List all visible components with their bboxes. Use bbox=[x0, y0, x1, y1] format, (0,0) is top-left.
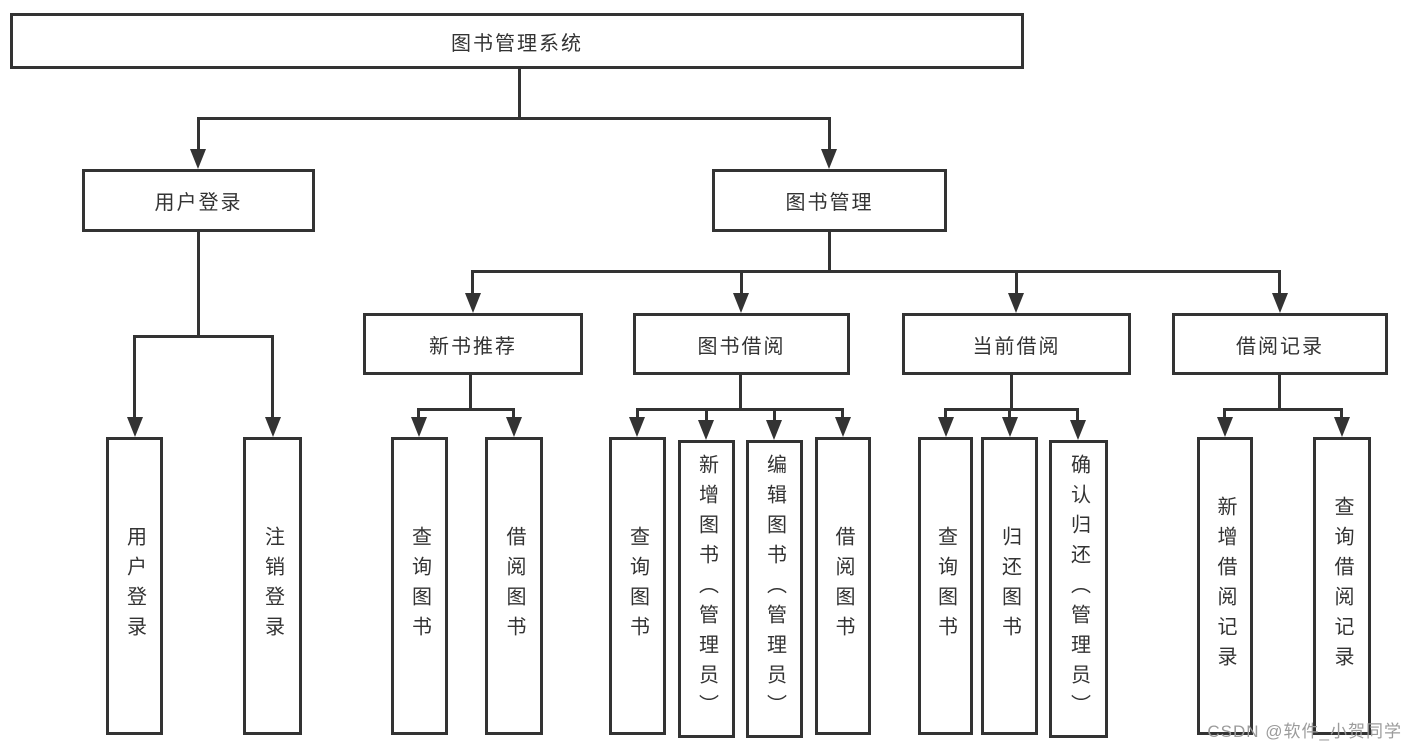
connector-line bbox=[197, 117, 200, 155]
connector-line bbox=[518, 69, 521, 119]
node-current-borrow: 当前借阅 bbox=[902, 313, 1131, 375]
arrowhead-down bbox=[1334, 417, 1350, 437]
connector-line bbox=[1015, 270, 1018, 299]
connector-line bbox=[471, 270, 1281, 273]
arrowhead-down bbox=[411, 417, 427, 437]
connector-line bbox=[133, 335, 136, 423]
node-label: 查询图书 bbox=[934, 526, 957, 646]
arrowhead-down bbox=[1070, 420, 1086, 440]
arrowhead-down bbox=[835, 417, 851, 437]
leaf-user-login: 用户登录 bbox=[106, 437, 163, 735]
arrowhead-down bbox=[821, 149, 837, 169]
connector-line bbox=[417, 408, 515, 411]
leaf-newbook-borrow-books: 借阅图书 bbox=[485, 437, 543, 735]
arrowhead-down bbox=[506, 417, 522, 437]
node-label: 用户登录 bbox=[123, 526, 146, 646]
node-label: 新增图书（管理员） bbox=[695, 454, 718, 724]
connector-line bbox=[512, 408, 515, 423]
arrowhead-down bbox=[1217, 417, 1233, 437]
node-label: 当前借阅 bbox=[972, 335, 1061, 358]
node-label: 新增借阅记录 bbox=[1214, 496, 1236, 676]
connector-line bbox=[739, 375, 742, 411]
connector-line bbox=[705, 408, 708, 426]
node-label: 借阅图书 bbox=[503, 526, 525, 646]
leaf-logout: 注销登录 bbox=[243, 437, 302, 735]
leaf-borrow-query-books: 查询图书 bbox=[609, 437, 666, 735]
arrowhead-down bbox=[766, 420, 782, 440]
node-user-login: 用户登录 bbox=[82, 169, 315, 232]
node-label: 查询借阅记录 bbox=[1331, 496, 1353, 676]
connector-line bbox=[944, 408, 947, 423]
connector-line bbox=[197, 232, 200, 338]
connector-line bbox=[197, 117, 831, 120]
node-borrow-records: 借阅记录 bbox=[1172, 313, 1388, 375]
connector-line bbox=[1076, 408, 1079, 426]
arrowhead-down bbox=[265, 417, 281, 437]
connector-line bbox=[1010, 375, 1013, 411]
arrowhead-down bbox=[1272, 293, 1288, 313]
node-label: 注销登录 bbox=[261, 526, 284, 646]
leaf-current-return-books: 归还图书 bbox=[981, 437, 1038, 735]
connector-line bbox=[417, 408, 420, 423]
leaf-records-add-record: 新增借阅记录 bbox=[1197, 437, 1253, 735]
connector-line bbox=[1278, 270, 1281, 299]
node-book-borrow: 图书借阅 bbox=[633, 313, 850, 375]
node-label: 确认归还（管理员） bbox=[1067, 454, 1090, 724]
leaf-newbook-query-books: 查询图书 bbox=[391, 437, 448, 735]
leaf-borrow-edit-books-admin: 编辑图书（管理员） bbox=[746, 440, 803, 738]
node-label: 新书推荐 bbox=[429, 335, 517, 358]
connector-line bbox=[636, 408, 639, 423]
connector-line bbox=[740, 270, 743, 299]
connector-line bbox=[1008, 408, 1011, 423]
connector-line bbox=[271, 335, 274, 423]
node-label: 图书借阅 bbox=[697, 335, 786, 358]
arrowhead-down bbox=[465, 293, 481, 313]
connector-line bbox=[1278, 375, 1281, 411]
node-label: 编辑图书（管理员） bbox=[763, 454, 786, 724]
connector-line bbox=[773, 408, 776, 426]
connector-line bbox=[828, 117, 831, 155]
node-label: 查询图书 bbox=[408, 526, 431, 646]
connector-line bbox=[133, 335, 274, 338]
node-label: 归还图书 bbox=[998, 526, 1021, 646]
node-label: 图书管理系统 bbox=[451, 32, 583, 55]
connector-line bbox=[471, 270, 474, 299]
watermark-text: CSDN @软件_小贺同学 bbox=[1207, 722, 1402, 741]
arrowhead-down bbox=[1002, 417, 1018, 437]
arrowhead-down bbox=[127, 417, 143, 437]
connector-line bbox=[469, 375, 472, 411]
leaf-current-confirm-return-admin: 确认归还（管理员） bbox=[1049, 440, 1108, 738]
arrowhead-down bbox=[1008, 293, 1024, 313]
connector-line bbox=[1223, 408, 1226, 423]
connector-line bbox=[841, 408, 844, 423]
leaf-records-query-record: 查询借阅记录 bbox=[1313, 437, 1371, 735]
node-label: 借阅记录 bbox=[1236, 335, 1324, 358]
leaf-borrow-add-books-admin: 新增图书（管理员） bbox=[678, 440, 735, 738]
connector-line bbox=[636, 408, 844, 411]
node-root: 图书管理系统 bbox=[10, 13, 1024, 69]
leaf-borrow-borrow-books: 借阅图书 bbox=[815, 437, 871, 735]
arrowhead-down bbox=[733, 293, 749, 313]
arrowhead-down bbox=[938, 417, 954, 437]
arrowhead-down bbox=[190, 149, 206, 169]
arrowhead-down bbox=[629, 417, 645, 437]
connector-line bbox=[944, 408, 1079, 411]
connector-line bbox=[1223, 408, 1343, 411]
leaf-current-query-books: 查询图书 bbox=[918, 437, 973, 735]
node-label: 借阅图书 bbox=[832, 526, 854, 646]
node-label: 用户登录 bbox=[154, 192, 243, 214]
connector-line bbox=[828, 232, 831, 273]
arrowhead-down bbox=[698, 420, 714, 440]
node-label: 图书管理 bbox=[785, 192, 874, 214]
node-label: 查询图书 bbox=[626, 526, 649, 646]
connector-line bbox=[1340, 408, 1343, 423]
node-book-management: 图书管理 bbox=[712, 169, 947, 232]
node-new-book-recommend: 新书推荐 bbox=[363, 313, 583, 375]
